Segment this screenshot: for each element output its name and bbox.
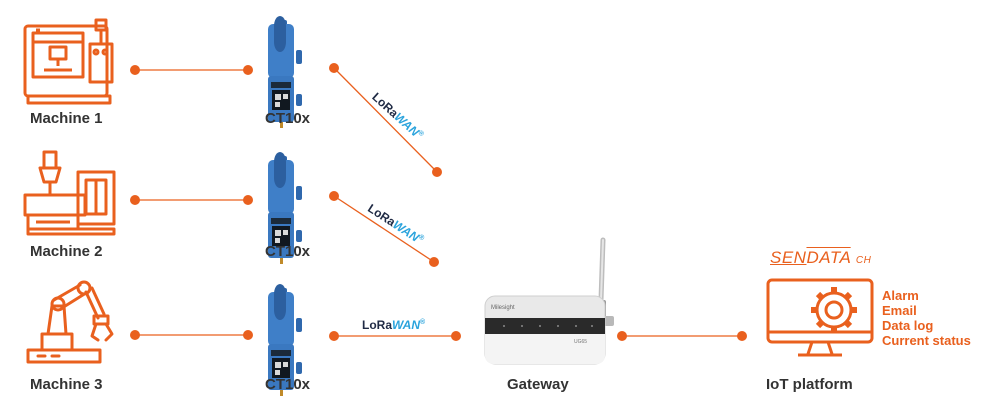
machine-2-label: Machine 2 <box>30 243 103 260</box>
cnc-machine-icon <box>23 18 114 105</box>
injection-molding-icon <box>23 150 116 236</box>
dot <box>243 330 253 340</box>
gateway-brand-text: Milesight <box>491 305 515 311</box>
gateway-device <box>484 237 614 365</box>
lorawan-mark: ® <box>420 319 426 326</box>
connections <box>135 67 742 337</box>
gateway-model-text: UG65 <box>574 339 587 345</box>
lorawan-logo: LoRaWAN® <box>362 318 425 332</box>
line-ct2-gateway <box>333 195 435 263</box>
brand-suffix: CH <box>855 255 872 266</box>
feature-data-log: Data log <box>882 318 934 333</box>
gateway-label: Gateway <box>507 376 569 393</box>
feature-alarm: Alarm <box>882 288 919 303</box>
dot <box>329 191 339 201</box>
line-ct1-gateway <box>333 67 438 173</box>
machine-3-label: Machine 3 <box>30 376 103 393</box>
machine-1-label: Machine 1 <box>30 110 103 127</box>
brand-sen: SEN <box>770 248 807 267</box>
feature-email: Email <box>882 303 917 318</box>
dot <box>130 330 140 340</box>
dot <box>329 331 339 341</box>
dot <box>737 331 747 341</box>
dot <box>617 331 627 341</box>
lorawan-logo-part1: LoRa <box>362 318 392 332</box>
sendata-logo: SENDATA CH <box>770 248 871 268</box>
dot <box>329 63 339 73</box>
dot <box>451 331 461 341</box>
dot <box>432 167 442 177</box>
dot <box>243 65 253 75</box>
sensor-2-label: CT10x <box>265 243 311 260</box>
sensor-3-label: CT10x <box>265 376 311 393</box>
robot-arm-icon <box>26 280 114 364</box>
dot <box>429 257 439 267</box>
brand-data: DATA <box>806 248 851 267</box>
platform-label: IoT platform <box>766 376 853 393</box>
dot <box>243 195 253 205</box>
monitor-gear-icon <box>766 278 874 357</box>
dot <box>130 65 140 75</box>
connection-dots <box>130 63 747 341</box>
sensor-1-label: CT10x <box>265 110 311 127</box>
lorawan-logo-part2: WAN <box>392 318 420 332</box>
dot <box>130 195 140 205</box>
feature-current-status: Current status <box>882 333 971 348</box>
